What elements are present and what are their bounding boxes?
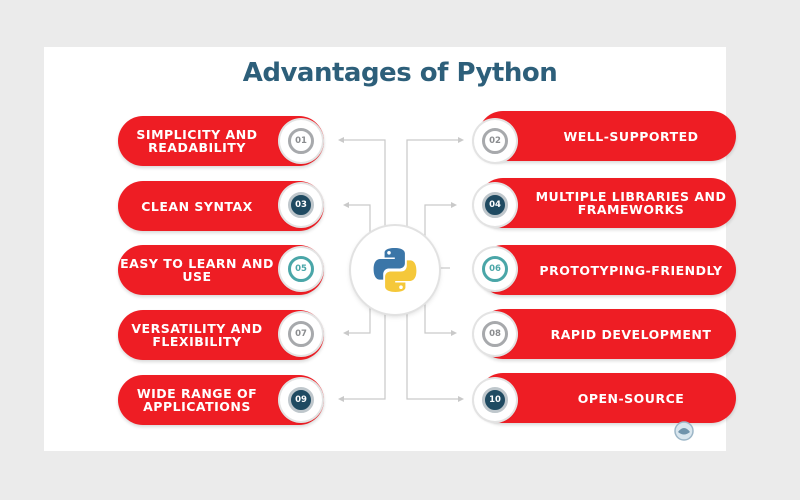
item-01-number-badge: 01 [280,120,322,162]
item-05-number-badge: 05 [280,248,322,290]
item-09-label: Wide Range of Applications [136,386,258,414]
item-07-label: Versatility and Flexibility [131,321,263,349]
item-10-label: Open-Source [577,390,685,406]
item-07-number-badge: 07 [280,313,322,355]
item-08-pill: Rapid Development [478,309,736,359]
item-08-label: Rapid Development [550,326,712,342]
item-08-number: 08 [482,321,508,347]
item-10-pill: Open-Source [478,373,736,423]
item-05-number: 05 [288,256,314,282]
item-04-number-badge: 04 [474,184,516,226]
python-logo-icon [373,248,417,292]
item-01-label: Simplicity and Readability [136,127,258,155]
item-03-label: Clean Syntax [141,198,253,214]
item-02-number-badge: 02 [474,120,516,162]
item-02-label: Well-Supported [563,128,699,144]
item-03-number: 03 [288,192,314,218]
item-02-number: 02 [482,128,508,154]
logo-watermark-icon [674,421,694,441]
item-10-number-badge: 10 [474,379,516,421]
item-06-pill: Prototyping-Friendly [478,245,736,295]
item-06-number-badge: 06 [474,248,516,290]
item-06-number: 06 [482,256,508,282]
item-05-label: Easy to Learn and Use [120,256,274,284]
item-03-number-badge: 03 [280,184,322,226]
item-04-number: 04 [482,192,508,218]
item-09-number-badge: 09 [280,379,322,421]
python-hub [351,226,439,314]
item-07-number: 07 [288,321,314,347]
item-10-number: 10 [482,387,508,413]
item-02-pill: Well-Supported [478,111,736,161]
item-04-label: Multiple Libraries and Frameworks [535,189,727,217]
item-04-pill: Multiple Libraries and Frameworks [478,178,736,228]
page-title: Advantages of Python [242,58,558,88]
item-09-number: 09 [288,387,314,413]
item-06-label: Prototyping-Friendly [539,262,723,278]
item-08-number-badge: 08 [474,313,516,355]
item-01-number: 01 [288,128,314,154]
